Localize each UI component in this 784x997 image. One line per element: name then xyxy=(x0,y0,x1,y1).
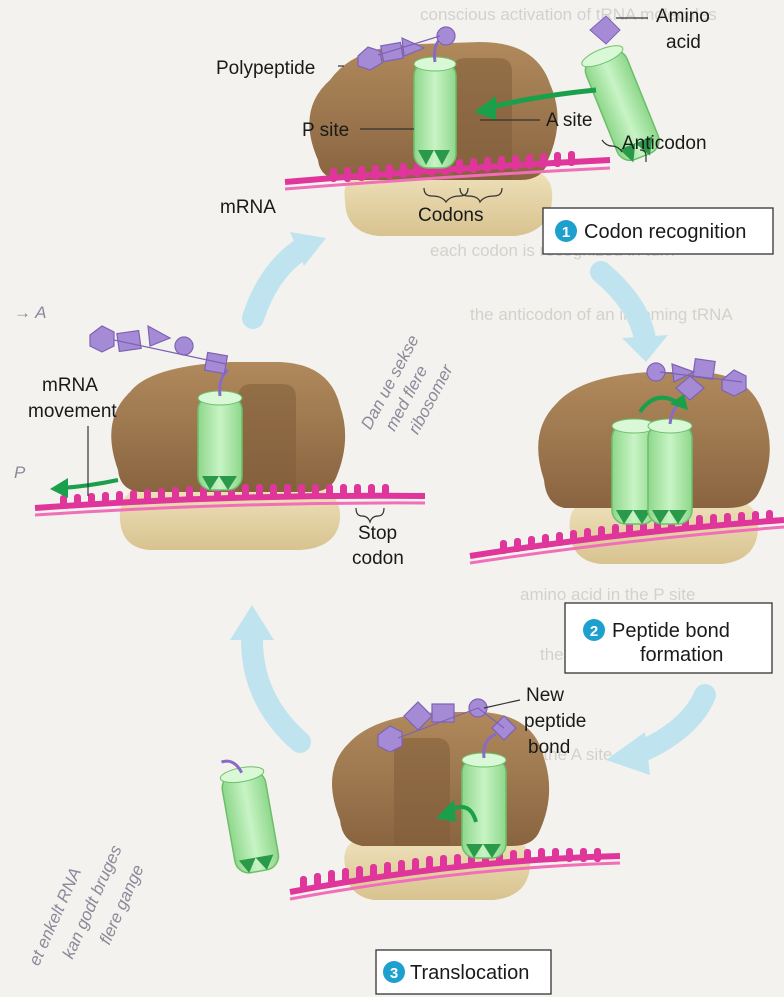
step-2-number: 2 xyxy=(590,623,598,640)
handwriting-margin-2: P xyxy=(14,463,26,482)
label-codons: Codons xyxy=(418,205,484,226)
label-new-peptide-bond-line2: peptide xyxy=(524,711,586,732)
step-2-label-line1: Peptide bond xyxy=(612,620,730,642)
released-trna xyxy=(218,755,281,875)
polypeptide-chain-left xyxy=(90,326,227,374)
label-stop-codon-line2: codon xyxy=(352,548,404,569)
label-stop-codon-line1: Stop xyxy=(358,523,397,544)
trna-a-site-right xyxy=(648,404,692,524)
label-anticodon: Anticodon xyxy=(622,133,707,154)
step-3-label: Translocation xyxy=(410,962,529,984)
label-new-peptide-bond-line1: New xyxy=(526,685,564,706)
handwriting-margin-1: → A xyxy=(14,303,46,322)
label-new-peptide-bond-line3: bond xyxy=(528,737,570,758)
label-mrna-movement-line1: mRNA xyxy=(42,375,98,396)
svg-text:the anticodon of an incoming t: the anticodon of an incoming tRNA xyxy=(470,305,733,324)
label-mrna-movement-line2: movement xyxy=(28,401,117,422)
handwritten-note-middle: Dan ue sekse med flere ribosomer xyxy=(357,332,461,453)
stage-mrna-movement xyxy=(35,326,425,550)
handwritten-note-bottom-left: et enkelt RNA kan godt bruges flere gang… xyxy=(25,831,151,992)
svg-text:amino acid in the P site: amino acid in the P site xyxy=(520,585,695,604)
cycle-arrow-return xyxy=(253,232,326,318)
step-1-box: 1 Codon recognition xyxy=(543,208,773,254)
label-polypeptide: Polypeptide xyxy=(216,58,315,79)
step-3-number: 3 xyxy=(390,965,398,982)
label-amino-acid-line2: acid xyxy=(666,32,701,53)
step-2-label-line2: formation xyxy=(640,644,723,666)
stage-peptide-bond-formation xyxy=(470,359,784,564)
label-p-site: P site xyxy=(302,120,349,141)
cycle-arrow-2-to-3 xyxy=(606,695,705,775)
label-mrna: mRNA xyxy=(220,197,276,218)
step-1-number: 1 xyxy=(562,224,570,241)
step-2-box: 2 Peptide bond formation xyxy=(565,603,772,673)
step-1-label: Codon recognition xyxy=(584,221,746,243)
cycle-arrow-3-to-1 xyxy=(230,605,300,742)
step-3-box: 3 Translocation xyxy=(376,950,551,994)
label-a-site: A site xyxy=(546,110,592,131)
label-amino-acid-line1: Amino xyxy=(656,6,710,27)
